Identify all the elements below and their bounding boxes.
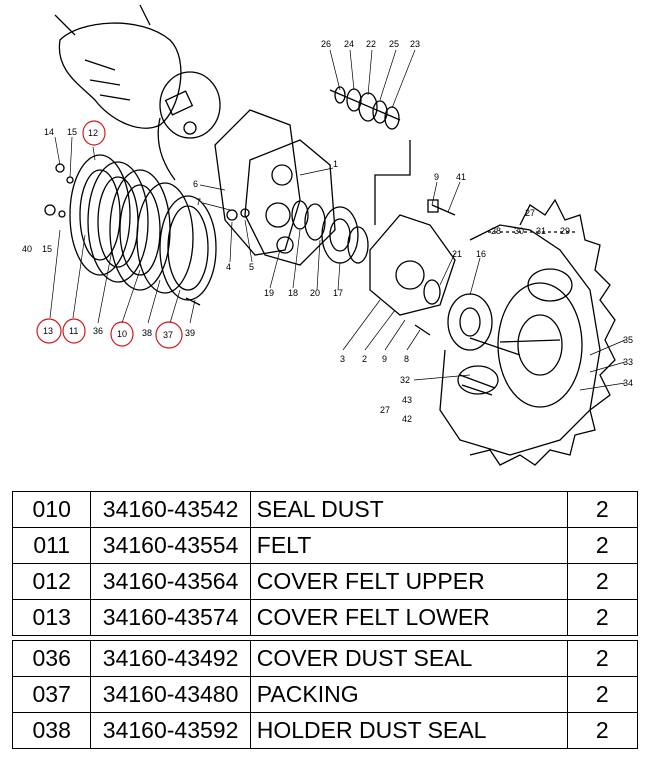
axle-housing-drawing xyxy=(54,4,221,181)
table-row: 013 34160-43574 COVER FELT LOWER 2 xyxy=(11,599,639,636)
callout-36: 36 xyxy=(93,326,103,336)
quantity: 2 xyxy=(566,640,639,677)
row-index: 038 xyxy=(11,712,92,749)
callout-5: 5 xyxy=(249,262,254,272)
callout-29: 29 xyxy=(560,226,570,236)
callout-39: 39 xyxy=(185,328,195,338)
callout-15-low: 15 xyxy=(42,244,52,254)
callout-9-top: 9 xyxy=(434,172,439,182)
callout-22: 22 xyxy=(366,39,376,49)
callout-38: 38 xyxy=(142,328,152,338)
callout-2: 2 xyxy=(362,354,367,364)
table-row: 012 34160-43564 COVER FELT UPPER 2 xyxy=(11,563,639,600)
dust-seal-stack-drawing xyxy=(44,154,217,306)
highlight-ring-10 xyxy=(110,321,134,347)
callout-37: 37 xyxy=(163,330,173,340)
bevel-shaft-drawing xyxy=(329,86,411,225)
callout-labels: 26 24 22 25 23 14 15 12 1 6 7 9 41 27 28… xyxy=(22,39,633,424)
row-index: 013 xyxy=(11,599,92,636)
callout-6: 6 xyxy=(193,179,198,189)
callout-9-low: 9 xyxy=(382,354,387,364)
callout-11: 11 xyxy=(69,326,78,336)
part-number: 34160-43564 xyxy=(90,563,251,600)
callout-41: 41 xyxy=(456,172,466,182)
callout-28: 28 xyxy=(491,226,501,236)
callout-31: 31 xyxy=(536,226,546,236)
callout-7: 7 xyxy=(196,197,201,207)
callout-24: 24 xyxy=(344,39,354,49)
highlight-ring-13 xyxy=(36,318,62,344)
quantity: 2 xyxy=(566,563,639,600)
callout-3: 3 xyxy=(340,354,345,364)
callout-18: 18 xyxy=(288,288,298,298)
callout-10: 10 xyxy=(117,329,127,339)
callout-27-low: 27 xyxy=(380,405,390,415)
callout-40: 40 xyxy=(22,244,32,254)
callout-16: 16 xyxy=(476,249,486,259)
callout-21: 21 xyxy=(452,249,462,259)
part-name: COVER FELT UPPER xyxy=(249,563,568,600)
row-index: 037 xyxy=(11,676,92,713)
callout-12: 12 xyxy=(88,128,98,138)
parts-table: 010 34160-43542 SEAL DUST 2 011 34160-43… xyxy=(11,491,639,749)
callout-19: 19 xyxy=(264,288,274,298)
table-row: 036 34160-43492 COVER DUST SEAL 2 xyxy=(11,640,639,677)
callout-15: 15 xyxy=(67,127,77,137)
highlight-ring-37 xyxy=(155,321,183,349)
callout-17: 17 xyxy=(333,288,343,298)
callout-30: 30 xyxy=(514,226,524,236)
wheel-drawing xyxy=(439,198,616,466)
callout-34: 34 xyxy=(623,378,633,388)
quantity: 2 xyxy=(566,491,639,528)
part-number: 34160-43480 xyxy=(90,676,251,713)
row-index: 036 xyxy=(11,640,92,677)
final-case-drawing xyxy=(369,199,456,336)
part-name: SEAL DUST xyxy=(249,491,568,528)
callout-42: 42 xyxy=(402,414,412,424)
callout-4: 4 xyxy=(226,262,231,272)
callout-26: 26 xyxy=(321,39,331,49)
exploded-parts-diagram: 26 24 22 25 23 14 15 12 1 6 7 9 41 27 28… xyxy=(22,4,633,466)
callout-27-top: 27 xyxy=(525,208,535,218)
quantity: 2 xyxy=(566,599,639,636)
part-number: 34160-43542 xyxy=(90,491,251,528)
callout-33: 33 xyxy=(623,357,633,367)
callout-1: 1 xyxy=(333,159,338,169)
callout-35: 35 xyxy=(623,335,633,345)
part-name: COVER FELT LOWER xyxy=(249,599,568,636)
callout-32: 32 xyxy=(400,375,410,385)
quantity: 2 xyxy=(566,527,639,564)
part-name: COVER DUST SEAL xyxy=(249,640,568,677)
row-index: 011 xyxy=(11,527,92,564)
highlight-ring-11 xyxy=(62,318,86,344)
callout-14: 14 xyxy=(44,127,54,137)
table-row: 010 34160-43542 SEAL DUST 2 xyxy=(11,491,639,528)
part-number: 34160-43574 xyxy=(90,599,251,636)
row-index: 010 xyxy=(11,491,92,528)
part-name: PACKING xyxy=(249,676,568,713)
callout-8: 8 xyxy=(404,354,409,364)
table-row: 038 34160-43592 HOLDER DUST SEAL 2 xyxy=(11,712,639,749)
callout-20: 20 xyxy=(310,288,320,298)
part-number: 34160-43492 xyxy=(90,640,251,677)
leader-lines xyxy=(49,49,626,391)
row-index: 012 xyxy=(11,563,92,600)
highlight-ring-12 xyxy=(82,120,106,146)
callout-43: 43 xyxy=(402,395,412,405)
callout-13: 13 xyxy=(43,326,53,336)
quantity: 2 xyxy=(566,712,639,749)
part-number: 34160-43592 xyxy=(90,712,251,749)
gear-case-drawing xyxy=(214,109,369,266)
part-name: HOLDER DUST SEAL xyxy=(249,712,568,749)
part-name: FELT xyxy=(249,527,568,564)
part-number: 34160-43554 xyxy=(90,527,251,564)
quantity: 2 xyxy=(566,676,639,713)
table-row: 037 34160-43480 PACKING 2 xyxy=(11,676,639,713)
callout-25: 25 xyxy=(389,39,399,49)
callout-23: 23 xyxy=(410,39,420,49)
table-row: 011 34160-43554 FELT 2 xyxy=(11,527,639,564)
highlight-marks xyxy=(36,120,183,349)
